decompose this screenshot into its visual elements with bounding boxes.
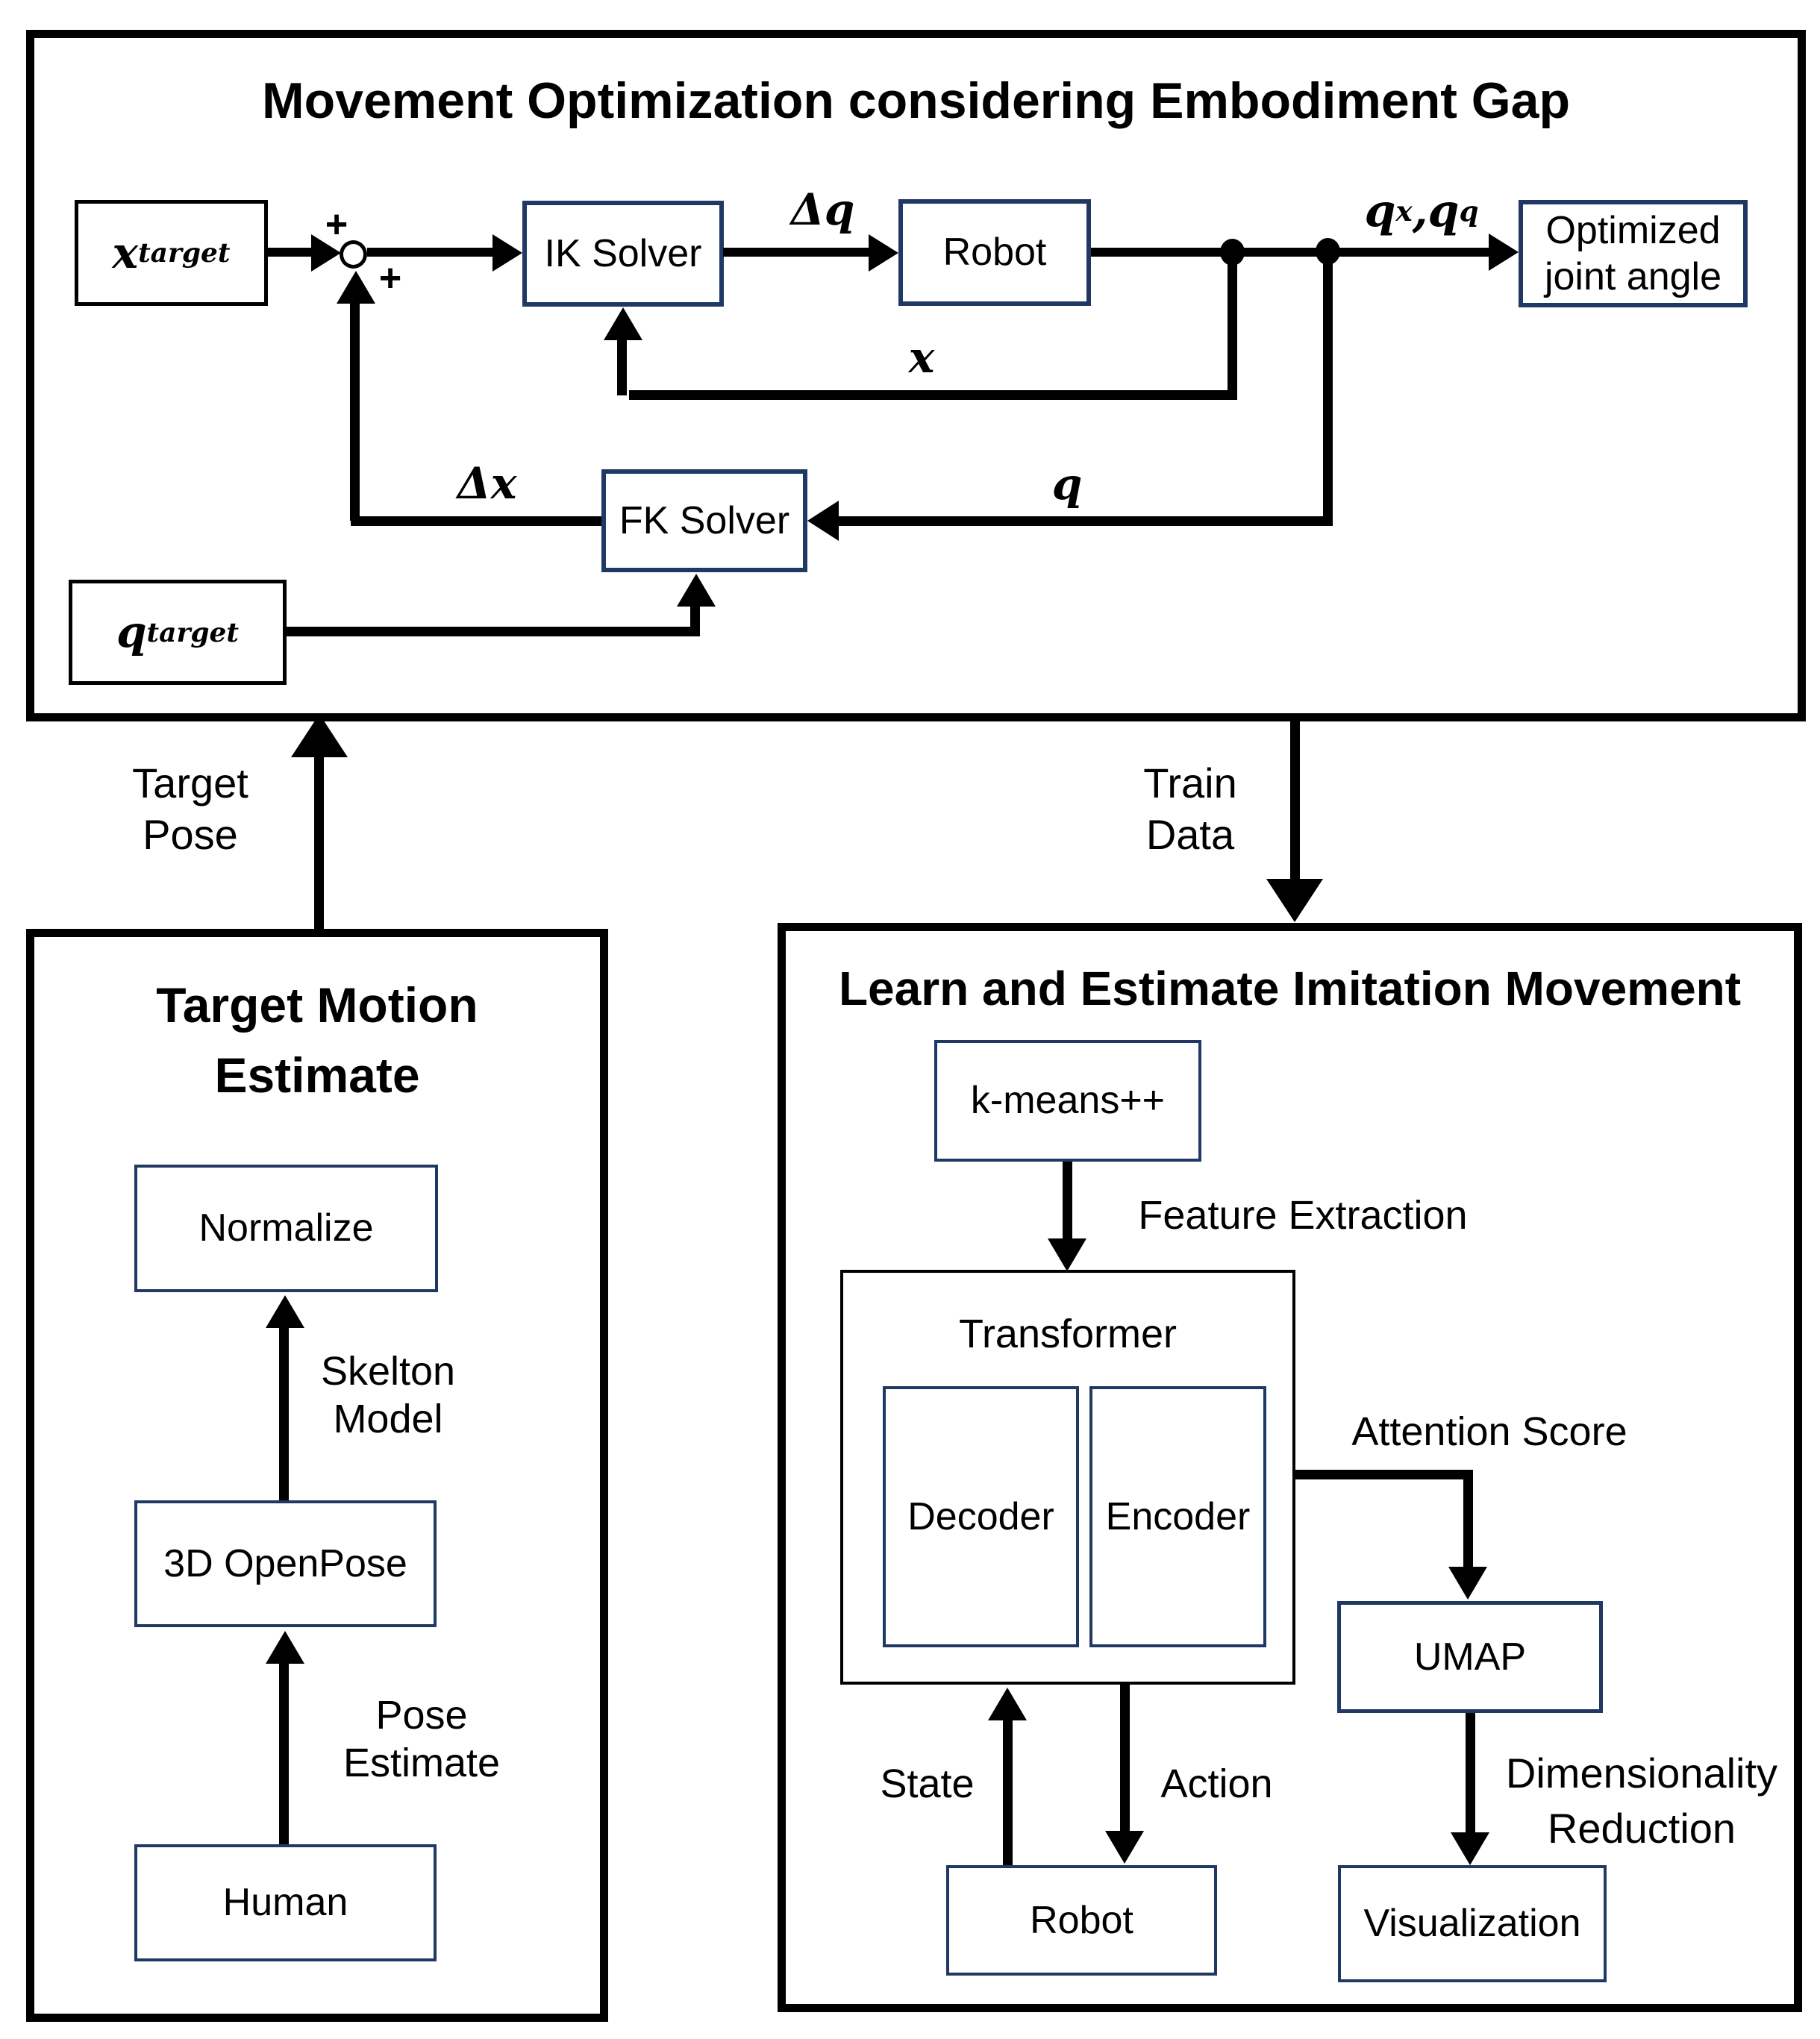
- arrowhead-into-normalize: [266, 1295, 304, 1328]
- panel-movement-optimization: [26, 30, 1806, 721]
- target-motion-title-line1: Target Motion: [156, 977, 478, 1033]
- plus-sign-bottom: +: [378, 257, 402, 300]
- line-openpose-to-normalize: [279, 1322, 289, 1500]
- arrowhead-into-ik: [492, 234, 522, 272]
- line-qtarget-across: [287, 627, 700, 636]
- qxqq-sep: ,: [1412, 185, 1428, 237]
- box-human: Human: [134, 1844, 437, 1961]
- line-sum-to-ik: [367, 248, 495, 257]
- line-state-up: [1003, 1719, 1013, 1865]
- train-data-line2: Data: [1145, 810, 1235, 858]
- panel-target-motion-estimate: [26, 929, 608, 2022]
- target-pose-line2: Pose: [143, 810, 238, 858]
- line-kmeans-to-transformer: [1063, 1162, 1072, 1244]
- box-robot-top: Robot: [898, 199, 1091, 306]
- label-x: x: [908, 332, 935, 383]
- arrowhead-into-ik-bottom: [604, 307, 642, 340]
- label-train-data: Train Data: [1097, 755, 1283, 863]
- panel-learn-estimate-imitation: [778, 923, 1802, 2012]
- label-attention-score: Attention Score: [1351, 1409, 1627, 1454]
- qx-base: q: [1364, 185, 1396, 237]
- box-normalize: Normalize: [134, 1165, 438, 1292]
- arrowhead-into-fk-bottom: [677, 574, 716, 607]
- label-pose-estimate: Pose Estimate: [325, 1691, 519, 1789]
- optimized-line2: joint angle: [1544, 255, 1722, 298]
- arrowhead-into-sum-bottom: [337, 271, 375, 304]
- arrowhead-into-transformer: [1048, 1238, 1086, 1271]
- x-target-base: x: [112, 227, 139, 278]
- line-attention-across: [1295, 1470, 1473, 1479]
- box-decoder: Decoder: [883, 1386, 1079, 1647]
- summing-junction: [340, 240, 367, 269]
- line-x-feedback-up: [617, 336, 627, 395]
- pose-estimate-line1: Pose: [375, 1693, 468, 1738]
- optimized-line1: Optimized: [1545, 208, 1721, 252]
- dim-reduction-line2: Reduction: [1547, 1805, 1736, 1852]
- arrowhead-train-data: [1266, 879, 1323, 922]
- line-dx-across: [351, 516, 601, 526]
- arrowhead-into-robot: [869, 234, 898, 272]
- line-robot-to-optimized: [1091, 248, 1492, 257]
- line-x-feedback-across: [629, 390, 1237, 400]
- arrowhead-into-openpose: [266, 1631, 304, 1664]
- plus-sign-top: +: [325, 203, 348, 246]
- label-delta-x: Δx: [457, 458, 517, 510]
- skelton-line2: Model: [333, 1397, 443, 1441]
- line-q-feedback-down: [1323, 256, 1333, 522]
- line-attention-down: [1463, 1470, 1473, 1570]
- arrowhead-into-umap: [1448, 1567, 1487, 1600]
- label-delta-q: Δq: [790, 184, 855, 236]
- arrowhead-action-into-robot: [1105, 1831, 1144, 1864]
- arrowhead-into-optimized: [1489, 234, 1519, 271]
- train-data-line1: Train: [1143, 759, 1237, 807]
- label-q: q: [1051, 459, 1083, 510]
- target-pose-line1: Target: [132, 759, 248, 807]
- box-robot-bottom: Robot: [946, 1865, 1217, 1976]
- box-fk-solver: FK Solver: [601, 469, 807, 572]
- label-target-pose: Target Pose: [97, 755, 284, 863]
- line-xtarget-to-sum: [268, 248, 314, 257]
- label-feature-extraction: Feature Extraction: [1138, 1192, 1468, 1238]
- arrowhead-into-sum: [311, 234, 341, 272]
- arrowhead-state-into-transformer: [988, 1688, 1027, 1720]
- line-train-data: [1290, 721, 1300, 882]
- box-visualization: Visualization: [1338, 1865, 1607, 1982]
- box-kmeans: k-means++: [934, 1040, 1201, 1162]
- line-dx-up: [350, 298, 360, 521]
- arrowhead-into-fk-right: [807, 501, 839, 541]
- line-x-feedback-down: [1228, 256, 1237, 395]
- label-transformer: Transformer: [958, 1311, 1178, 1356]
- skelton-line1: Skelton: [320, 1349, 456, 1394]
- label-dimensionality-reduction: Dimensionality Reduction: [1492, 1749, 1791, 1853]
- box-ik-solver: IK Solver: [522, 201, 724, 307]
- line-human-to-openpose: [279, 1658, 289, 1844]
- panel-title-movement-optimization: Movement Optimization considering Embodi…: [261, 72, 1571, 129]
- dim-reduction-line1: Dimensionality: [1505, 1750, 1778, 1797]
- line-action-down: [1120, 1685, 1130, 1834]
- pose-estimate-line2: Estimate: [343, 1741, 501, 1785]
- line-qtarget-up: [690, 598, 700, 631]
- box-umap: UMAP: [1337, 1601, 1603, 1713]
- label-action: Action: [1160, 1761, 1273, 1806]
- arrowhead-target-pose: [291, 714, 348, 757]
- box-encoder: Encoder: [1089, 1386, 1266, 1647]
- line-q-feedback-across: [836, 516, 1333, 526]
- label-skelton-model: Skelton Model: [298, 1347, 478, 1444]
- box-optimized-joint-angle: Optimized joint angle: [1519, 200, 1748, 307]
- target-motion-title-line2: Estimate: [214, 1047, 420, 1103]
- arrowhead-into-visualization: [1451, 1832, 1489, 1865]
- qq-base: q: [1427, 185, 1460, 237]
- line-umap-to-visualization: [1466, 1713, 1475, 1836]
- panel-title-target-motion: Target Motion Estimate: [41, 974, 593, 1108]
- line-ik-to-robot: [723, 248, 871, 257]
- label-state: State: [880, 1761, 975, 1806]
- panel-title-learn-estimate: Learn and Estimate Imitation Movement: [838, 962, 1742, 1015]
- box-3d-openpose: 3D OpenPose: [134, 1500, 437, 1627]
- line-target-pose: [314, 752, 324, 929]
- q-target-base: q: [116, 607, 147, 658]
